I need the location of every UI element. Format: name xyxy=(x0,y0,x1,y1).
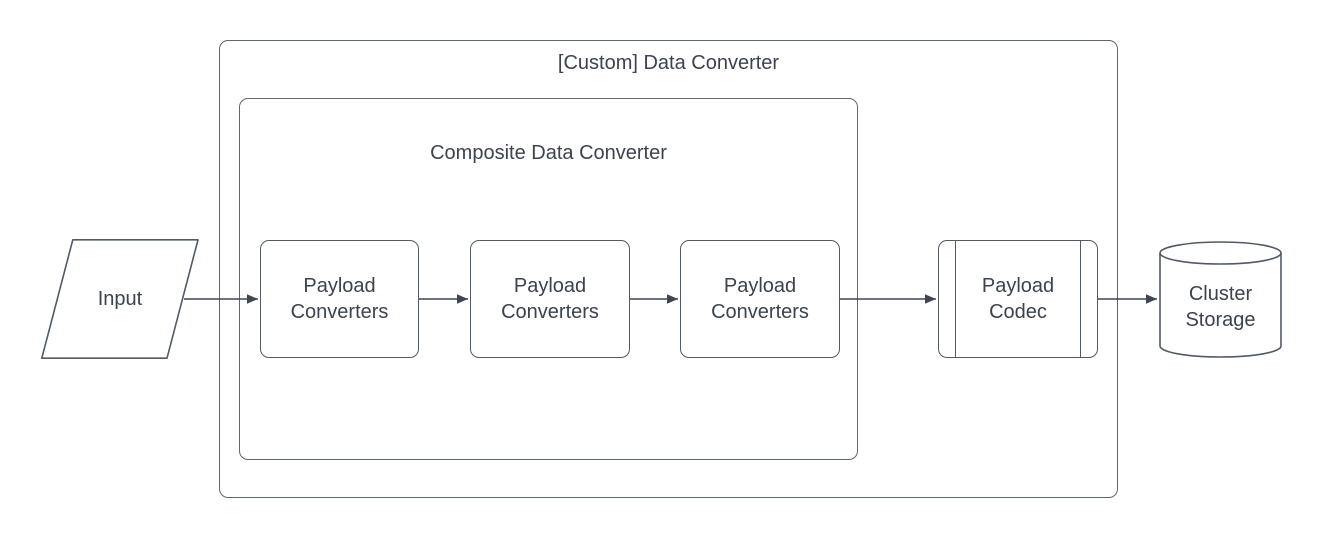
node-cluster-storage-shape xyxy=(1159,241,1282,358)
node-payload-converters-3: Payload Converters xyxy=(680,240,840,358)
node-payload-converters-1: Payload Converters xyxy=(260,240,419,358)
payload-converters-1-label: Payload Converters xyxy=(290,275,389,323)
custom-data-converter-label: [Custom] Data Converter xyxy=(557,52,780,74)
node-payload-converters-2: Payload Converters xyxy=(470,240,630,358)
payload-converters-2-label: Payload Converters xyxy=(501,275,599,323)
node-input-shape xyxy=(41,239,199,359)
payload-codec-label: Payload Codec xyxy=(981,275,1055,323)
codec-right-bar-line xyxy=(1079,241,1081,357)
composite-data-converter-label: Composite Data Converter xyxy=(430,142,667,164)
cluster-storage-label: Cluster Storage xyxy=(1185,283,1256,331)
node-payload-codec: Payload Codec xyxy=(938,240,1098,358)
input-label: Input xyxy=(97,288,143,310)
payload-converters-3-label: Payload Converters xyxy=(711,275,809,323)
codec-left-bar-line xyxy=(955,241,957,357)
